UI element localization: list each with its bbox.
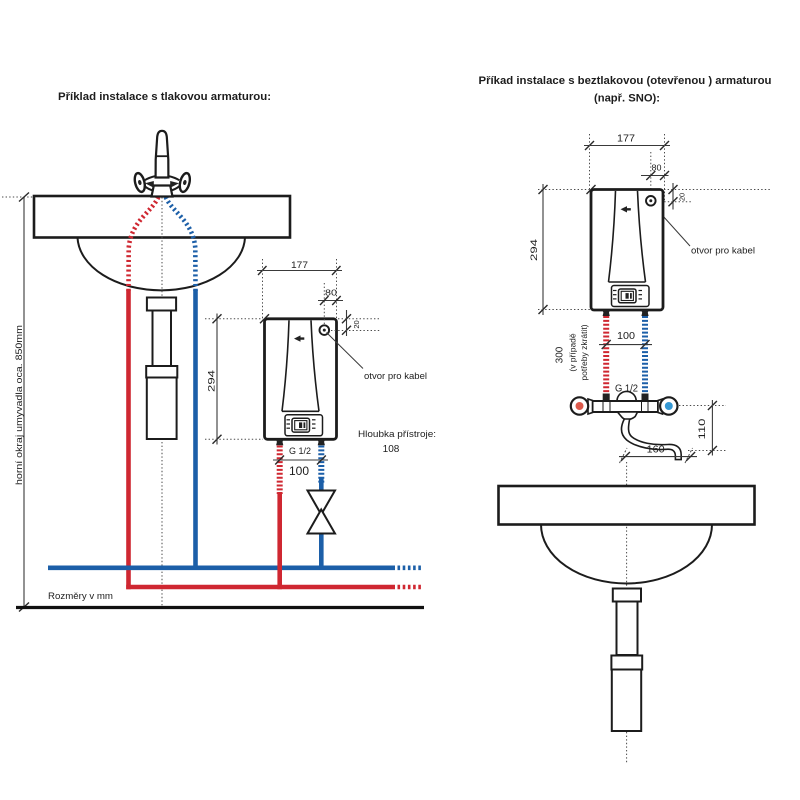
svg-text:80: 80: [652, 163, 662, 173]
svg-text:300: 300: [555, 346, 566, 363]
svg-text:100: 100: [617, 331, 635, 342]
svg-text:potřeby zkrátit): potřeby zkrátit): [579, 324, 589, 380]
svg-text:otvor pro kabel: otvor pro kabel: [691, 246, 755, 257]
svg-text:108: 108: [383, 444, 400, 455]
svg-text:177: 177: [291, 260, 308, 271]
svg-text:160: 160: [647, 444, 665, 456]
svg-text:20: 20: [352, 320, 361, 328]
svg-text:horní okraj umyvadla oca. 850m: horní okraj umyvadla oca. 850mm: [14, 325, 25, 485]
svg-text:G 1/2: G 1/2: [289, 446, 311, 457]
svg-text:80: 80: [325, 288, 337, 298]
svg-text:Rozměry v mm: Rozměry v mm: [48, 591, 113, 602]
svg-text:100: 100: [289, 466, 309, 478]
svg-text:Příklad instalace s tlakovou a: Příklad instalace s tlakovou armaturou:: [58, 91, 271, 103]
svg-text:177: 177: [617, 134, 635, 145]
svg-text:294: 294: [529, 239, 540, 261]
svg-text:G 1/2: G 1/2: [615, 384, 638, 395]
svg-text:(v případě: (v případě: [568, 333, 578, 372]
svg-text:(např. SNO):: (např. SNO):: [594, 93, 660, 105]
svg-text:Hloubka přístroje:: Hloubka přístroje:: [358, 429, 436, 440]
svg-text:110: 110: [697, 419, 708, 440]
svg-text:otvor pro kabel: otvor pro kabel: [364, 371, 427, 382]
svg-text:294: 294: [207, 370, 218, 392]
svg-text:Příkad instalace s beztlakovou: Příkad instalace s beztlakovou (otevřeno…: [479, 75, 772, 87]
svg-text:20: 20: [678, 193, 687, 201]
